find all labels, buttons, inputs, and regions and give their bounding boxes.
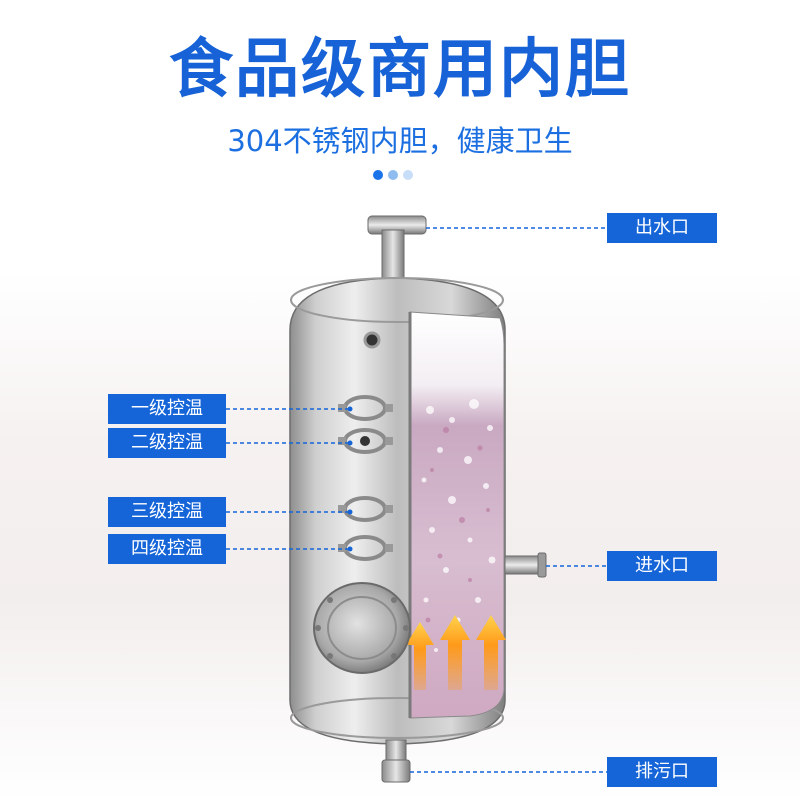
drain-pipe <box>385 739 407 763</box>
label-drain: 排污口 <box>607 757 717 787</box>
outlet-pipe-vertical <box>381 229 405 286</box>
label-inlet: 进水口 <box>607 551 717 581</box>
carousel-dot-1[interactable] <box>373 170 383 180</box>
carousel-dot-3[interactable] <box>403 170 413 180</box>
inlet-pipe <box>504 555 542 575</box>
carousel-dot-2[interactable] <box>388 170 398 180</box>
temp-sensor-4 <box>338 535 393 561</box>
temp-sensor-1 <box>338 395 393 421</box>
water-bubbles <box>421 399 497 652</box>
label-level-4: 四级控温 <box>108 534 226 564</box>
cutaway-water <box>409 311 505 719</box>
heat-arrow-icon <box>406 622 434 690</box>
leader-lines <box>226 227 607 773</box>
tank-bottom-rim <box>290 697 504 739</box>
page-title: 食品级商用内胆 <box>169 33 631 107</box>
label-level-1: 一级控温 <box>108 394 226 424</box>
heat-arrow-icon <box>476 615 506 690</box>
label-level-2: 二级控温 <box>108 428 226 458</box>
heat-arrow-icon <box>440 615 470 690</box>
page-subtitle: 304不锈钢内胆，健康卫生 <box>227 124 573 158</box>
tank-top-rim <box>290 277 504 323</box>
heat-arrows <box>406 615 506 690</box>
label-outlet: 出水口 <box>607 213 717 243</box>
label-level-3: 三级控温 <box>108 497 226 527</box>
top-fitting <box>363 331 381 349</box>
carousel-dots <box>373 170 413 180</box>
temp-sensor-2 <box>338 428 393 454</box>
temp-sensor-3 <box>338 496 393 522</box>
